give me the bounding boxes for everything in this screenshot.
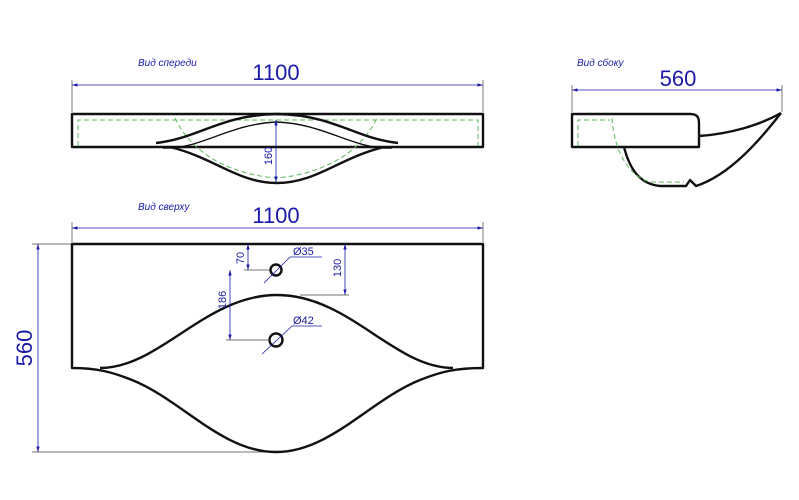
front-hidden-edge (77, 119, 479, 146)
tap-to-edge-label: 130 (332, 259, 344, 277)
drain-hole-diameter-label: Ø42 (293, 315, 314, 327)
top-view: Вид сверху 1100 560 Ø35 70 130 Ø42 (12, 202, 485, 454)
top-view-label: Вид сверху (138, 202, 190, 213)
front-view: Вид спереди 1100 160 (70, 58, 485, 185)
side-hidden-bowl (611, 117, 684, 183)
top-depth-label: 560 (12, 330, 37, 367)
drain-hole (268, 332, 284, 348)
drain-hole-leader (261, 325, 293, 355)
side-view-label: Вид сбоку (577, 57, 624, 69)
top-width-label: 1100 (252, 203, 299, 228)
tap-hole-leader (263, 256, 291, 284)
side-depth-label: 560 (660, 66, 697, 91)
front-slab-outline (70, 112, 485, 149)
front-width-label: 1100 (252, 60, 299, 85)
front-basin-inner-rim (162, 121, 393, 149)
tap-hole-diameter-label: Ø35 (293, 246, 314, 258)
side-slab-outline (570, 112, 701, 149)
front-view-label: Вид спереди (138, 58, 197, 69)
drain-offset-label: 186 (217, 291, 229, 309)
top-basin-edge (99, 293, 454, 370)
front-bowl-bottom (169, 145, 385, 185)
side-view: Вид сбоку 560 (570, 57, 783, 188)
top-outline (70, 242, 485, 454)
tap-hole (269, 263, 283, 277)
side-hidden-edge (577, 119, 610, 146)
side-overflow-lip (698, 111, 782, 138)
tap-offset-label: 70 (235, 252, 247, 264)
side-bowl-outline (622, 112, 782, 188)
front-basin-rim (155, 112, 399, 145)
front-depth-label: 160 (263, 147, 275, 165)
